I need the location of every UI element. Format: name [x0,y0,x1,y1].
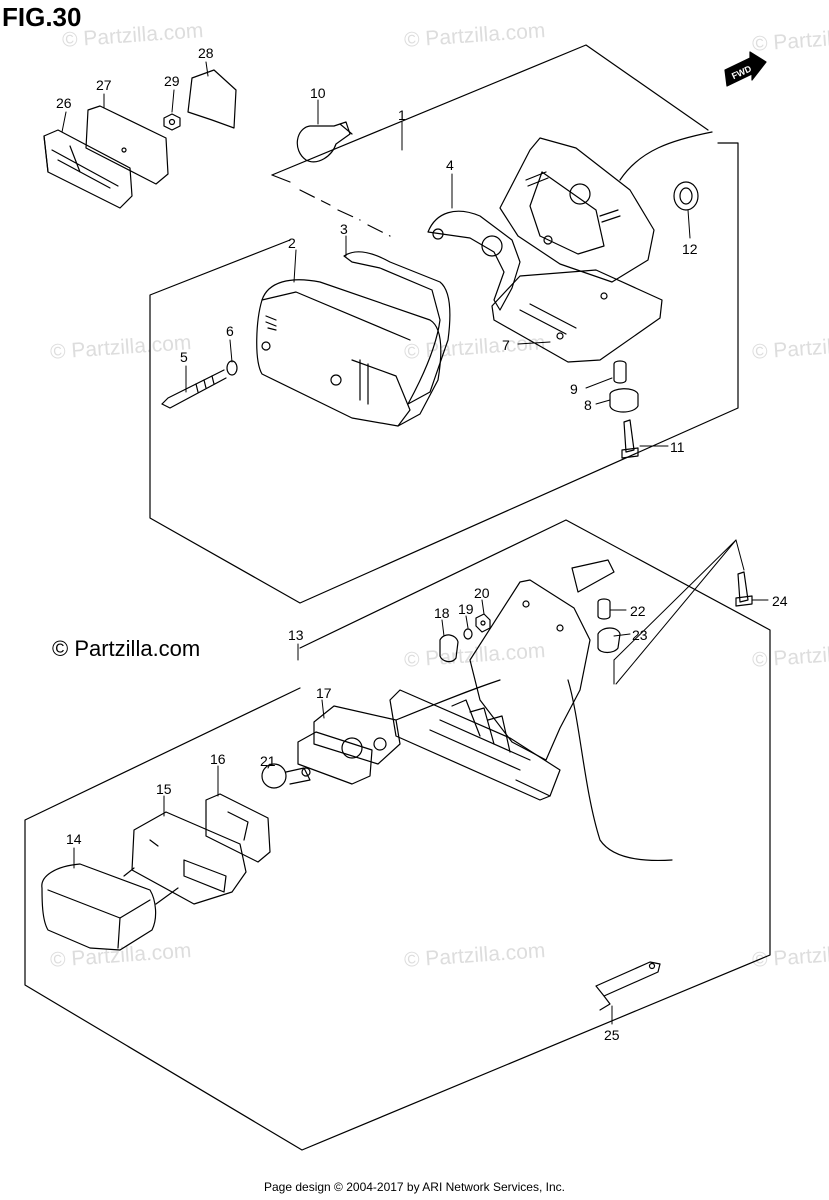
part-3-gasket [343,251,451,405]
callout-6: 6 [226,323,234,339]
callout-14: 14 [66,831,82,847]
callout-22: 22 [630,603,646,619]
part-27-gasket [85,105,169,185]
part-17-socket [297,705,401,785]
part-24-bolt [735,571,753,607]
lower-group-outline [24,519,771,1151]
part-26-lens [43,129,133,209]
callout-4: 4 [446,157,454,173]
part-28-plate [187,69,237,129]
callout-12: 12 [682,241,698,257]
part-4-bracket [427,210,521,311]
part-10-bulb [296,121,353,163]
callout-numbers: 1 2 3 4 5 6 7 8 9 10 11 12 13 14 15 16 1… [56,45,788,1043]
part-1-lamp-base [499,131,713,283]
callout-16: 16 [210,751,226,767]
callout-3: 3 [340,221,348,237]
leader-lines [61,61,769,1025]
part-5-screw [161,369,227,409]
part-18-grommet [439,634,459,663]
part-6-washer [226,360,238,376]
callout-18: 18 [434,605,450,621]
part-12-grommet [673,181,699,211]
part-25-clamp [595,961,661,1011]
callout-15: 15 [156,781,172,797]
part-11-bolt [621,419,639,459]
callout-23: 23 [632,627,648,643]
figure-title: FIG.30 [2,2,82,32]
upper-group-outline [149,44,739,604]
part-2-housing [256,279,442,427]
copyright-label: © Partzilla.com [52,636,201,661]
callout-8: 8 [584,397,592,413]
callout-9: 9 [570,381,578,397]
part-7-base-plate [491,269,663,363]
callout-5: 5 [180,349,188,365]
part-23-cushion [597,627,621,654]
part-9-collar [613,360,627,384]
fwd-arrow-icon: FWD [724,51,767,87]
callout-19: 19 [458,601,474,617]
part-22-collar [597,598,611,620]
callout-21: 21 [260,753,276,769]
callout-13: 13 [288,627,304,643]
part-8-cushion [609,388,639,413]
callout-24: 24 [772,593,788,609]
callout-1: 1 [398,107,406,123]
callout-17: 17 [316,685,332,701]
part-19-washer [463,628,473,640]
part-21-bulb [261,763,311,789]
callout-29: 29 [164,73,180,89]
callout-10: 10 [310,85,326,101]
part-20-nut [475,613,491,633]
callout-27: 27 [96,77,112,93]
callout-11: 11 [670,439,685,455]
part-16-gasket [205,793,271,863]
callout-2: 2 [288,235,296,251]
callout-25: 25 [604,1027,620,1043]
callout-20: 20 [474,585,490,601]
callout-26: 26 [56,95,72,111]
part-15-lens-holder [131,811,247,905]
page-footer: Page design © 2004-2017 by ARI Network S… [263,1180,565,1194]
part-14-lens [41,863,179,951]
callout-28: 28 [198,45,214,61]
part-29-nut [163,113,181,131]
callout-7: 7 [502,337,510,353]
part-13-license-bracket [389,559,673,862]
